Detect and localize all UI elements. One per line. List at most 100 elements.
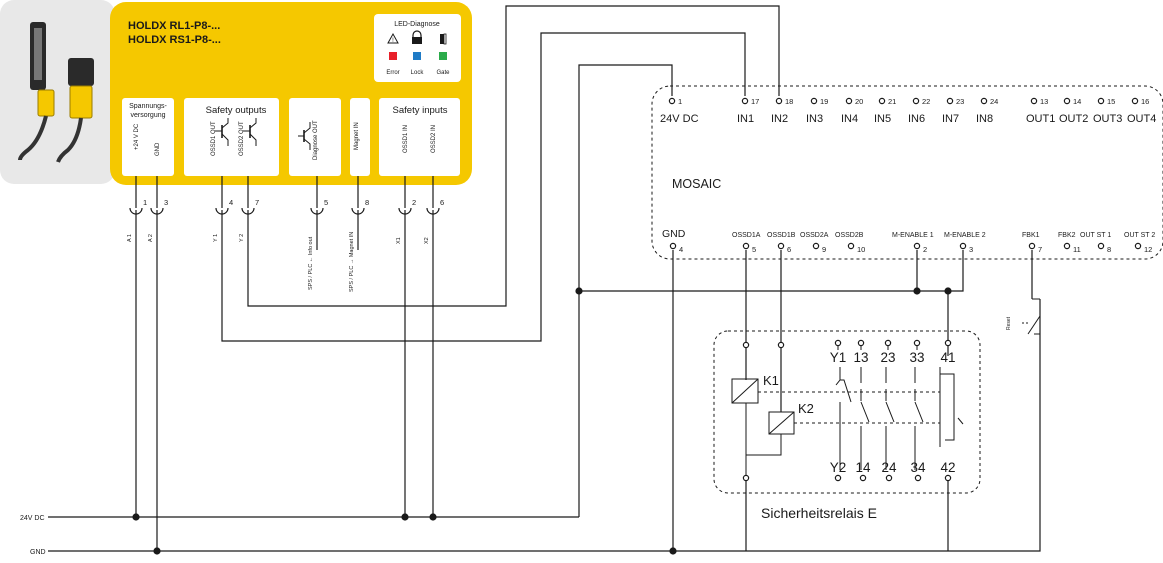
relay-top-label: 33 <box>909 350 924 365</box>
mosaic-top-terminal <box>1097 97 1105 105</box>
mosaic-top-terminal <box>946 97 954 105</box>
relay-contacts <box>758 367 964 470</box>
transistor-ossd1-icon <box>215 118 229 146</box>
mosaic-top-label: IN7 <box>942 113 959 125</box>
wire-label: SPS / PLC → Magnet IN <box>349 232 355 292</box>
coil-k2-label: K2 <box>798 401 814 416</box>
wire-label: Y 1 <box>213 234 219 242</box>
relay-coil-terminal <box>742 341 750 349</box>
wire-label: A 1 <box>127 234 133 242</box>
connector-pin-number: 4 <box>229 198 233 207</box>
mosaic-top-label: OUT4 <box>1127 113 1156 125</box>
mosaic-top-pin: 13 <box>1040 97 1048 106</box>
relay-bottom-terminal <box>885 474 893 482</box>
mosaic-top-pin: 20 <box>855 97 863 106</box>
mosaic-bottom-label: OUT ST 1 <box>1080 232 1111 239</box>
connector-socket-icon <box>426 176 440 221</box>
signal-label: OSSD1 IN <box>403 125 409 153</box>
mosaic-bottom-label: OUT ST 2 <box>1124 232 1155 239</box>
mosaic-bottom-terminal <box>1097 242 1105 250</box>
mosaic-bottom-pin: 11 <box>1073 245 1081 254</box>
mosaic-bottom-terminal <box>812 242 820 250</box>
mosaic-top-terminal <box>845 97 853 105</box>
relay-top-label: 41 <box>940 350 955 365</box>
warning-icon: ! <box>387 32 399 44</box>
mosaic-bottom-label: FBK1 <box>1022 232 1040 239</box>
mosaic-bottom-terminal <box>1134 242 1142 250</box>
gate-icon <box>440 33 447 45</box>
signal-label: OSSD2 IN <box>431 125 437 153</box>
connector-socket-icon <box>129 176 143 221</box>
connector-pin-number: 1 <box>143 198 147 207</box>
module-title-1: HOLDX RL1-P8-... <box>128 20 220 32</box>
mosaic-top-label: IN2 <box>771 113 788 125</box>
rail-gnd <box>48 299 1041 552</box>
signal-label: OSSD2 OUT <box>239 121 245 156</box>
led-lock <box>413 52 421 60</box>
mosaic-bottom-pin: 9 <box>822 245 826 254</box>
mosaic-top-label: IN8 <box>976 113 993 125</box>
led-label-lock: Lock <box>411 70 425 76</box>
wire-label: X2 <box>424 237 430 244</box>
inputs-box <box>379 98 460 176</box>
mosaic-top-pin: 21 <box>888 97 896 106</box>
mosaic-bottom-pin: 2 <box>923 245 927 254</box>
mosaic-bottom-terminal <box>777 242 785 250</box>
relay-bottom-terminal <box>859 474 867 482</box>
mosaic-bottom-terminal <box>742 242 750 250</box>
mosaic-top-pin: 17 <box>751 97 759 106</box>
signal-label: +24 V DC <box>134 123 140 150</box>
mosaic-top-terminal <box>741 97 749 105</box>
signal-label: Diagnose OUT <box>313 120 319 160</box>
wire-label: SPS / PLC ← Info out <box>308 236 314 290</box>
mosaic-title: MOSAIC <box>672 177 721 191</box>
mosaic-bottom-label: OSSD2B <box>835 232 864 239</box>
reset-switch: Reset <box>1006 298 1041 335</box>
connector-pin-number: 7 <box>255 198 259 207</box>
coil-k1-label: K1 <box>763 373 779 388</box>
relay-coil-terminal <box>777 341 785 349</box>
mosaic-top-pin: 14 <box>1073 97 1081 106</box>
lock-icon <box>412 30 422 44</box>
mosaic-top-terminal <box>775 97 783 105</box>
mosaic-bottom-pin: 8 <box>1107 245 1111 254</box>
connector-pin-number: 6 <box>440 198 444 207</box>
mosaic-bottom-terminal <box>913 242 921 250</box>
relay-top-terminal <box>834 339 842 347</box>
connector-pin-number: 2 <box>412 198 416 207</box>
led-title: LED-Diagnose <box>394 21 440 28</box>
svg-text:!: ! <box>392 38 394 44</box>
relay-top-label: 23 <box>880 350 895 365</box>
relay-bottom-terminal <box>944 474 952 482</box>
mosaic-bottom-pin: 12 <box>1144 245 1152 254</box>
diagnose-box <box>289 98 341 176</box>
rail-24v-label: 24V DC <box>20 515 45 522</box>
mosaic-top-pin: 18 <box>785 97 793 106</box>
supply-group-label-2: versorgung <box>130 112 165 119</box>
mosaic-top-terminal <box>1063 97 1071 105</box>
mosaic-top-label: OUT3 <box>1093 113 1122 125</box>
connector-socket-icon <box>310 176 324 221</box>
mosaic-top-label: IN5 <box>874 113 891 125</box>
mosaic-bottom-terminal <box>1028 242 1036 250</box>
supply-group-label-1: Spannungs- <box>129 103 167 110</box>
mosaic-bottom-pin: 6 <box>787 245 791 254</box>
supply-box <box>122 98 174 176</box>
mosaic-top-pin: 19 <box>820 97 828 106</box>
coil-k2 <box>768 411 795 435</box>
mosaic-top-terminal <box>878 97 886 105</box>
mosaic-top-label: OUT1 <box>1026 113 1055 125</box>
relay-bottom-label: 14 <box>855 460 871 475</box>
mosaic-top-pin: 1 <box>678 97 682 106</box>
rail-gnd-label: GND <box>30 549 46 556</box>
mosaic-bottom-terminal <box>669 242 677 250</box>
mosaic-top-pin: 16 <box>1141 97 1149 106</box>
led-label-error: Error <box>386 70 399 76</box>
led-gate <box>439 52 447 60</box>
connector-pin-number: 5 <box>324 198 328 207</box>
wire-menable2 <box>948 250 964 292</box>
connector-socket-icon <box>398 176 412 221</box>
wire-label: A 2 <box>148 234 154 242</box>
module-title-2: HOLDX RS1-P8-... <box>128 34 221 46</box>
